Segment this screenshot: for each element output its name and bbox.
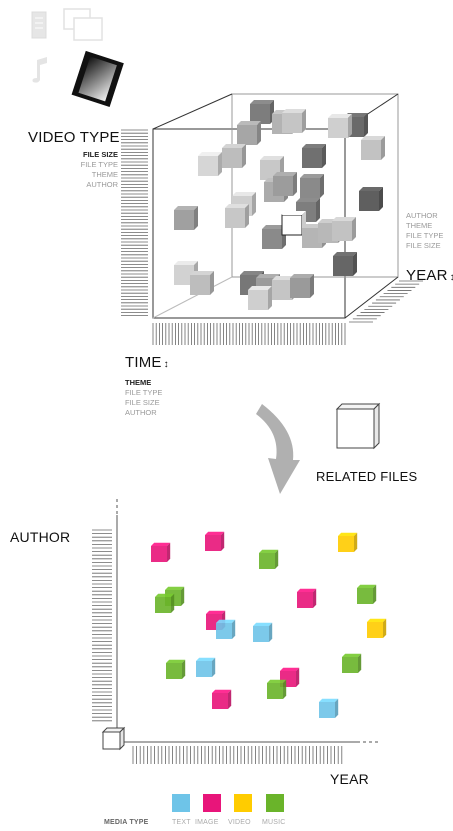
legend-label-image: IMAGE [195, 819, 219, 826]
legend-swatch-video[interactable] [234, 794, 252, 812]
related-file-block[interactable] [319, 698, 339, 718]
x-axis-option[interactable]: THEME [125, 378, 152, 387]
x-axis-ruler[interactable] [152, 323, 346, 345]
z-axis-option[interactable]: THEME [406, 221, 433, 230]
file-block[interactable] [250, 100, 274, 124]
related-file-block[interactable] [205, 531, 225, 551]
x-axis-title[interactable]: TIME↕ [125, 354, 169, 371]
origin-cube[interactable] [101, 726, 126, 751]
file-block[interactable] [333, 252, 357, 276]
related-file-block[interactable] [267, 679, 287, 699]
y-axis-option[interactable]: FILE TYPE [80, 160, 118, 169]
x-axis-option[interactable]: AUTHOR [125, 408, 157, 417]
related-file-block[interactable] [259, 549, 279, 569]
file-block[interactable] [190, 271, 214, 295]
author-axis-title[interactable]: AUTHOR [10, 529, 71, 545]
related-file-block[interactable] [166, 659, 186, 679]
z-axis-option[interactable]: FILE SIZE [406, 241, 441, 250]
legend-swatch-text[interactable] [172, 794, 190, 812]
file-block[interactable] [328, 114, 352, 138]
z-axis-ruler[interactable] [349, 280, 423, 323]
y-axis-option[interactable]: FILE SIZE [82, 150, 118, 159]
related-file-block[interactable] [196, 657, 216, 677]
z-axis-options: AUTHOR THEME FILE TYPE FILE SIZE [406, 211, 443, 251]
file-block[interactable] [237, 121, 261, 145]
related-file-block[interactable] [367, 618, 387, 638]
file-block[interactable] [361, 136, 385, 160]
year-axis-ruler[interactable] [132, 746, 343, 764]
sort-icon[interactable]: ↕ [449, 272, 453, 283]
related-file-block[interactable] [216, 619, 236, 639]
year-axis-title[interactable]: YEAR [330, 771, 369, 787]
file-block[interactable] [300, 174, 324, 198]
y-axis-ruler[interactable] [121, 129, 148, 317]
related-file-block[interactable] [297, 588, 317, 608]
legend-title: MEDIA TYPE [104, 819, 149, 826]
legend-label-text: TEXT [172, 819, 191, 826]
x-axis-option[interactable]: FILE SIZE [125, 398, 160, 407]
file-block[interactable] [273, 172, 297, 196]
related-file-block[interactable] [155, 593, 175, 613]
z-axis-option[interactable]: FILE TYPE [406, 231, 444, 240]
y-axis-title[interactable]: VIDEO TYPE [28, 129, 120, 146]
related-file-block[interactable] [253, 622, 273, 642]
z-axis-option[interactable]: AUTHOR [406, 211, 438, 220]
x-axis-option[interactable]: FILE TYPE [125, 388, 163, 397]
file-block[interactable] [174, 206, 198, 230]
file-block[interactable] [282, 109, 306, 133]
related-file-block[interactable] [151, 542, 171, 562]
related-file-block[interactable] [342, 653, 362, 673]
file-block[interactable] [198, 152, 222, 176]
related-file-blocks [151, 531, 387, 718]
related-file-block[interactable] [212, 689, 232, 709]
related-file-block[interactable] [338, 532, 358, 552]
z-axis-title[interactable]: YEAR↕ [406, 267, 453, 284]
file-block[interactable] [225, 204, 249, 228]
y-axis-option[interactable]: AUTHOR [86, 180, 118, 189]
legend-label-video: VIDEO [228, 819, 251, 826]
file-block[interactable] [290, 274, 314, 298]
file-block[interactable] [302, 144, 326, 168]
related-files-label: RELATED FILES [316, 469, 418, 484]
related-file-block[interactable] [357, 584, 377, 604]
file-block[interactable] [332, 217, 356, 241]
x-axis-options: THEME FILE TYPE FILE SIZE AUTHOR [125, 378, 162, 418]
legend-label-music: MUSIC [262, 819, 286, 826]
file-blocks [174, 100, 385, 310]
file-block[interactable] [248, 286, 272, 310]
file-block[interactable] [359, 187, 383, 211]
file-block[interactable] [222, 144, 246, 168]
author-axis-ruler[interactable] [92, 529, 112, 722]
y-axis-options: FILE SIZE FILE TYPE THEME AUTHOR [58, 150, 118, 190]
legend-swatch-music[interactable] [266, 794, 284, 812]
sort-icon[interactable]: ↕ [163, 359, 169, 370]
legend-swatch-image[interactable] [203, 794, 221, 812]
y-axis-option[interactable]: THEME [91, 170, 118, 179]
